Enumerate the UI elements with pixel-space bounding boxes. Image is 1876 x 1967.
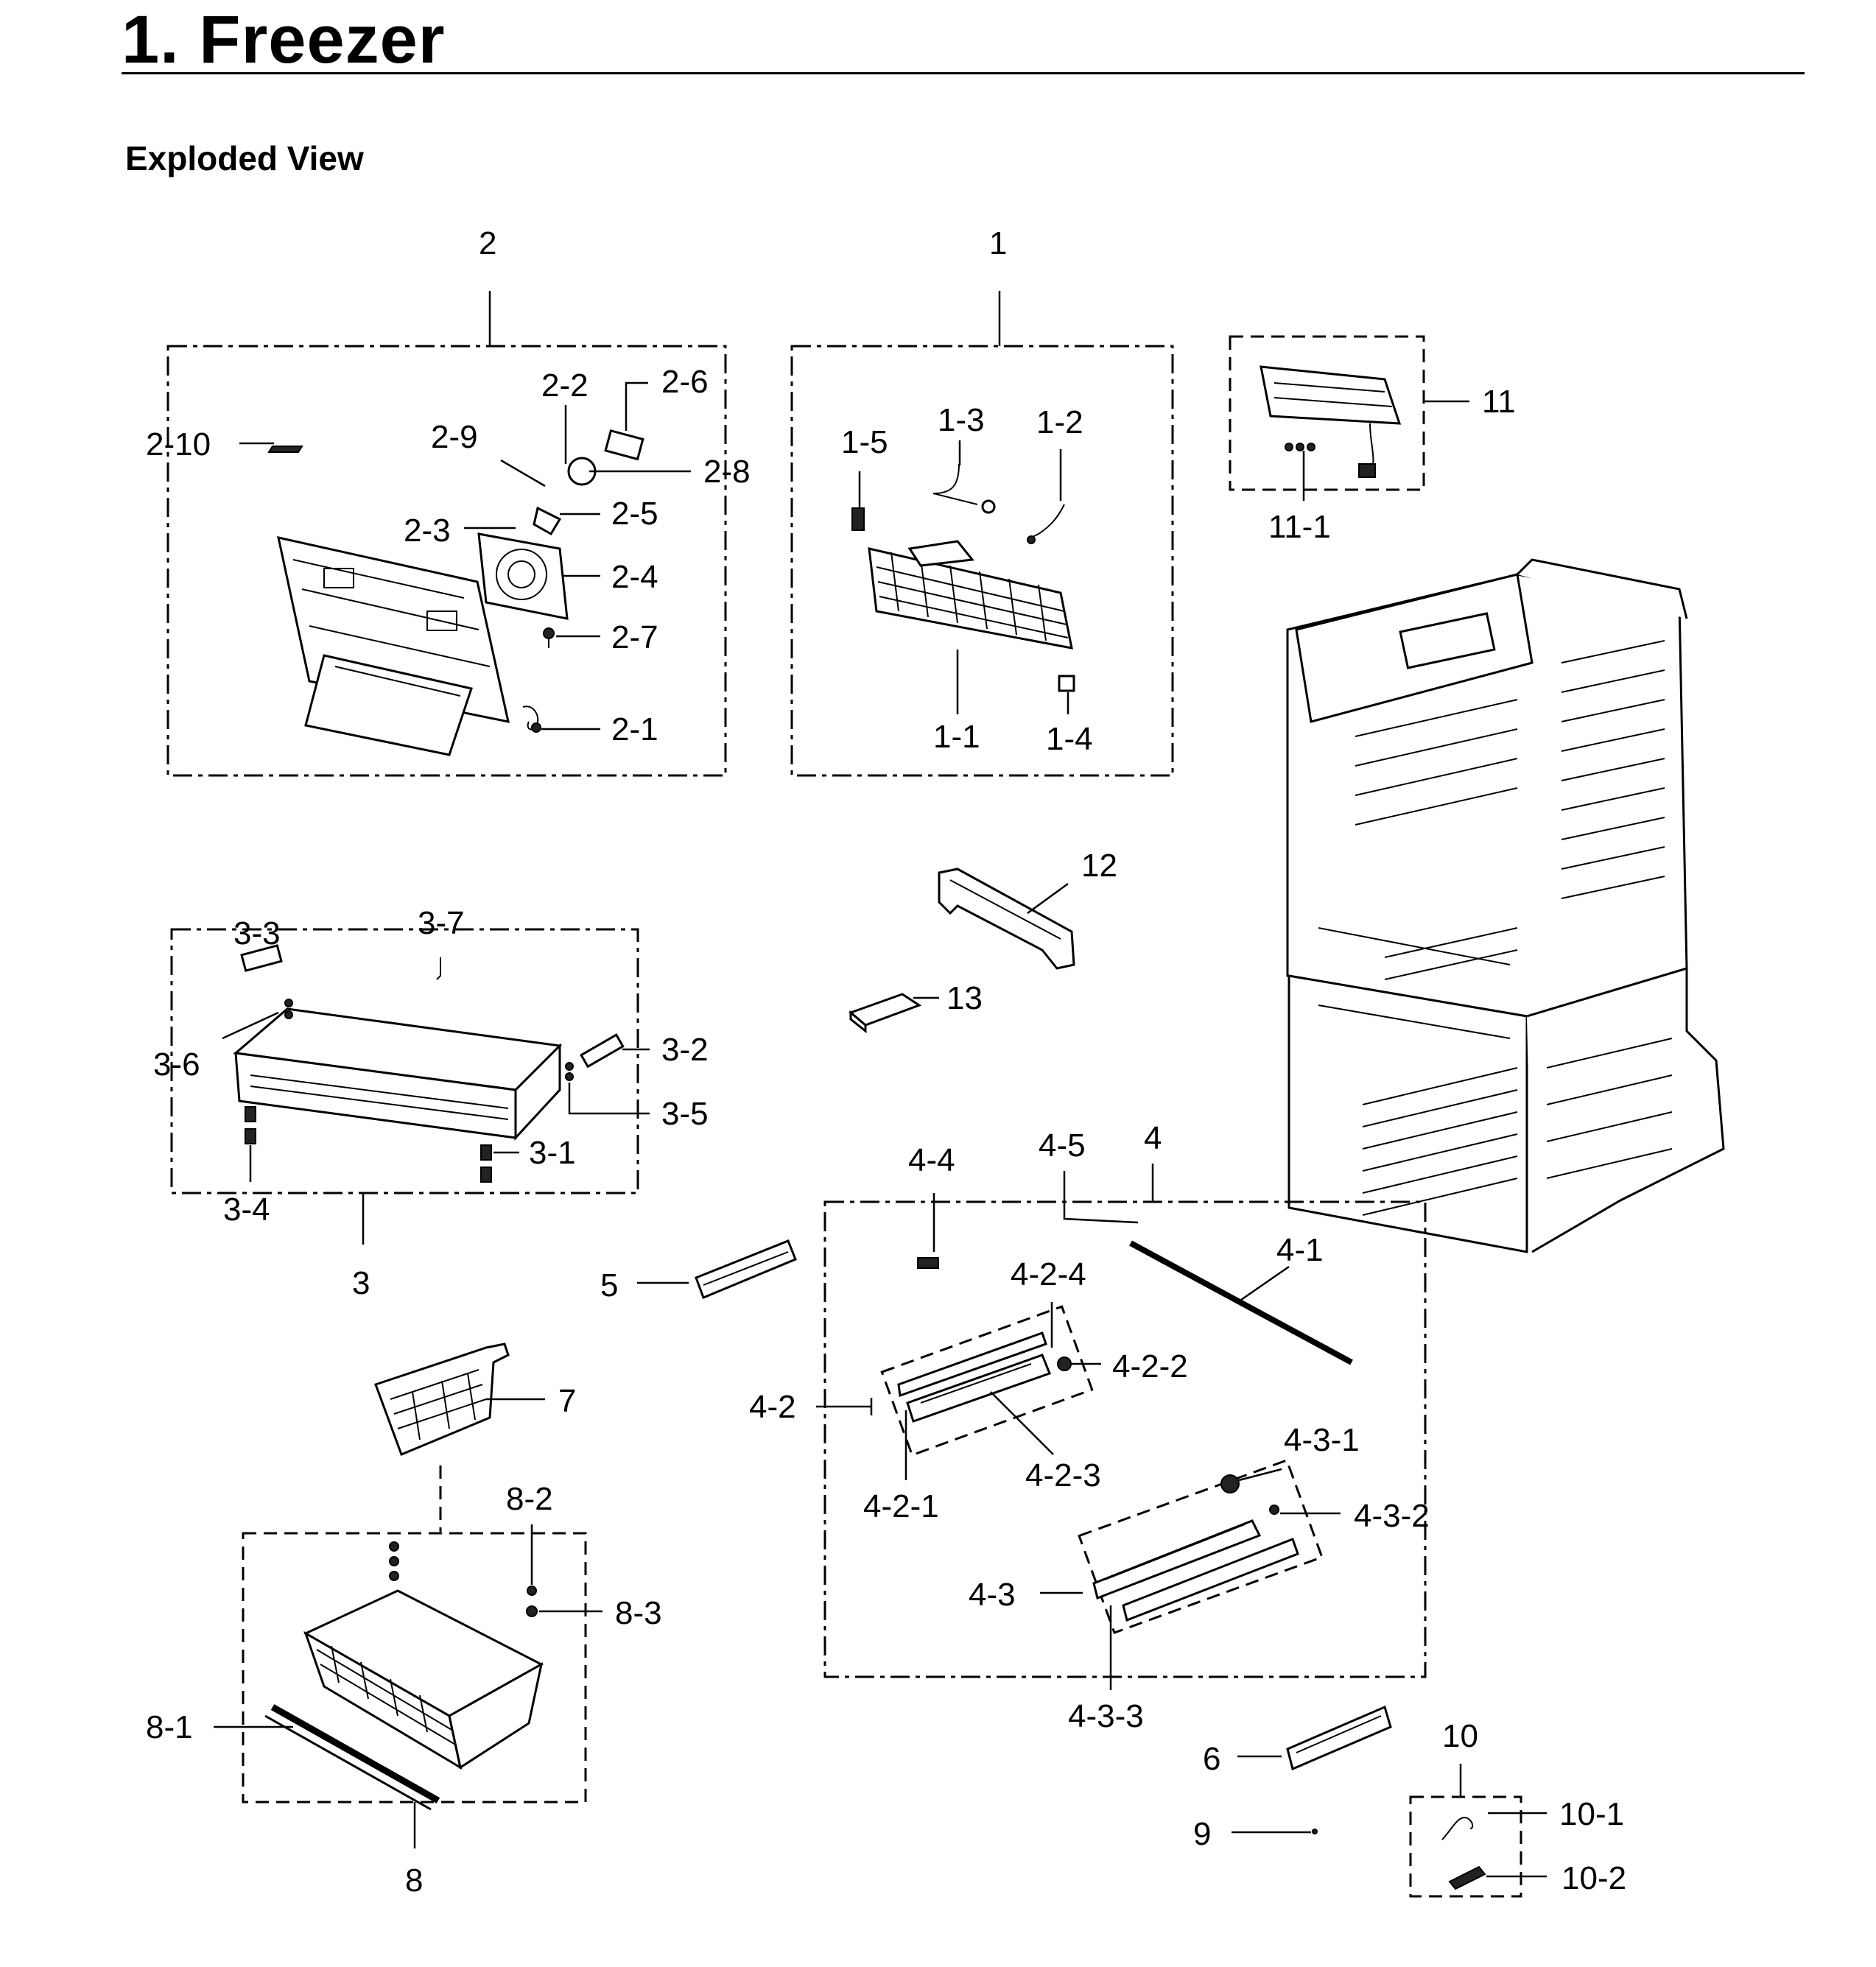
- fan-motor-part: [267, 429, 644, 536]
- callout-10: 10: [1442, 1718, 1478, 1754]
- callout-4-3-3: 4-3-3: [1068, 1698, 1144, 1734]
- callout-4-2-2: 4-2-2: [1112, 1348, 1188, 1384]
- group-4-box: [823, 1200, 1427, 1678]
- callout-2-4: 2-4: [611, 559, 658, 595]
- leader-4-1: [1240, 1265, 1290, 1301]
- group-2-box: [166, 345, 727, 777]
- callout-3-7: 3-7: [418, 905, 465, 941]
- group-1-box: [790, 345, 1174, 777]
- callout-4-2-4: 4-2-4: [1011, 1256, 1086, 1292]
- rail-4-3-part: [1092, 1474, 1299, 1622]
- callout-4-3-2: 4-3-2: [1354, 1498, 1430, 1534]
- callout-1-1: 1-1: [933, 719, 980, 755]
- basket-small-parts: [389, 1541, 538, 1617]
- callout-3-5: 3-5: [661, 1096, 709, 1132]
- callout-3-6: 3-6: [153, 1046, 200, 1083]
- part-4-4: [917, 1257, 939, 1269]
- cover-rail-part: [938, 868, 1075, 970]
- callout-2-3: 2-3: [404, 513, 451, 549]
- callout-4-2-1: 4-2-1: [863, 1488, 939, 1524]
- callout-8-2: 8-2: [506, 1481, 553, 1517]
- callout-3-3: 3-3: [233, 915, 281, 951]
- callout-3: 3: [352, 1265, 370, 1301]
- rail-4-2-part: [897, 1331, 1072, 1423]
- leader-3-5: [568, 1083, 650, 1115]
- callout-2-9: 2-9: [431, 419, 478, 455]
- callout-10-2: 10-2: [1561, 1860, 1626, 1896]
- leader-12: [1027, 882, 1069, 915]
- group-8-box: [242, 1532, 587, 1804]
- callout-4-2: 4-2: [749, 1389, 796, 1425]
- callout-1-2: 1-2: [1036, 404, 1083, 440]
- part-9: [1312, 1829, 1318, 1834]
- callout-1-3: 1-3: [938, 402, 985, 438]
- title-underline: [122, 72, 1805, 74]
- leader-3-6: [222, 1011, 279, 1040]
- callout-11: 11: [1482, 384, 1516, 420]
- callout-7: 7: [558, 1383, 576, 1419]
- evaporator-cover-part: [277, 536, 510, 756]
- callout-4-2-3: 4-2-3: [1025, 1457, 1101, 1493]
- callout-2-10: 2-10: [146, 426, 211, 462]
- rail-bracket-6-part: [1286, 1705, 1392, 1771]
- callout-4-1: 4-1: [1276, 1232, 1324, 1268]
- callout-2-1: 2-1: [611, 711, 658, 747]
- callout-4: 4: [1144, 1120, 1162, 1156]
- group-11-box: [1229, 335, 1425, 491]
- callout-4-4: 4-4: [908, 1142, 955, 1178]
- callout-3-2: 3-2: [661, 1032, 709, 1068]
- callout-1-5: 1-5: [841, 424, 888, 460]
- leader-4-3-1: [1238, 1468, 1282, 1482]
- ice-maker-part: [1260, 365, 1402, 478]
- page-title: 1. Freezer: [122, 2, 446, 77]
- drawer-small-parts: [245, 957, 574, 1183]
- callout-5: 5: [600, 1267, 618, 1303]
- callout-2-7: 2-7: [611, 619, 658, 655]
- callout-4-3-1: 4-3-1: [1284, 1422, 1360, 1458]
- callout-9: 9: [1193, 1816, 1211, 1852]
- callout-2-2: 2-2: [541, 367, 589, 404]
- callout-6: 6: [1203, 1741, 1220, 1777]
- freezer-basket-part: [264, 1589, 544, 1811]
- callout-2-5: 2-5: [611, 496, 658, 532]
- callout-10-1: 10-1: [1559, 1796, 1624, 1832]
- leader-2-9: [500, 459, 546, 488]
- evaporator-part: [868, 540, 1073, 650]
- callout-2-8: 2-8: [703, 454, 751, 490]
- leader-4-2: [816, 1398, 873, 1415]
- callout-3-4: 3-4: [223, 1192, 270, 1228]
- callout-2: 2: [479, 225, 496, 261]
- rail-bracket-5-part: [695, 1239, 797, 1299]
- callout-13: 13: [946, 980, 983, 1016]
- leader-4-2-3: [990, 1391, 1054, 1455]
- group-4-3-box: [1078, 1458, 1324, 1635]
- spacer-block-part: [849, 993, 922, 1034]
- fan-bracket-part: [477, 532, 569, 620]
- callout-11-1: 11-1: [1268, 509, 1331, 545]
- leader-2-6: [625, 381, 648, 431]
- ice-bucket-7-part: [374, 1343, 510, 1456]
- callout-8: 8: [405, 1862, 423, 1899]
- callout-3-1: 3-1: [529, 1135, 576, 1171]
- freezer-drawer-part: [233, 944, 625, 1141]
- section-subtitle: Exploded View: [125, 139, 364, 177]
- callout-12: 12: [1081, 848, 1117, 884]
- callout-4-5: 4-5: [1039, 1127, 1086, 1164]
- group-4-2-box: [880, 1305, 1094, 1457]
- callout-1-4: 1-4: [1046, 721, 1093, 757]
- callout-2-6: 2-6: [661, 364, 709, 400]
- rail-shaft-part: [1129, 1240, 1353, 1365]
- group-10-parts: [1441, 1816, 1486, 1890]
- callout-8-3: 8-3: [615, 1595, 662, 1631]
- freezer-cabinet-part: [1286, 558, 1725, 1253]
- callout-4-3: 4-3: [969, 1577, 1016, 1613]
- evaporator-small-parts: [851, 463, 1075, 692]
- callout-8-1: 8-1: [146, 1709, 193, 1745]
- group-2-small-parts: [522, 627, 555, 733]
- callout-1: 1: [989, 225, 1007, 261]
- group-3-box: [170, 928, 639, 1194]
- leader-4-5: [1063, 1171, 1139, 1224]
